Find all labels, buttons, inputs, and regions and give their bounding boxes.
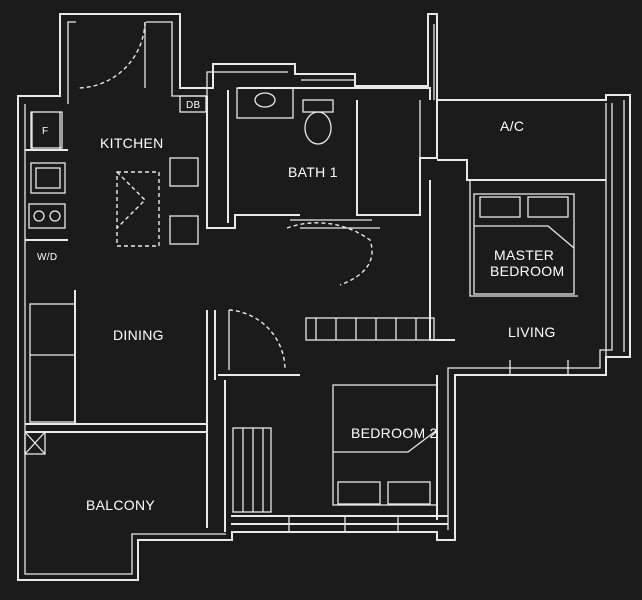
- hob-icon: [28, 203, 66, 229]
- bedroom2-bed-icon: [332, 384, 438, 506]
- label-dining: DINING: [113, 327, 164, 343]
- tv-console-icon: [305, 317, 435, 341]
- room-labels: KITCHEN BATH 1 A/C MASTER BEDROOM DINING…: [37, 100, 564, 513]
- label-bath: BATH 1: [288, 164, 338, 180]
- db-box: [179, 95, 207, 113]
- dining-table-icon: [116, 171, 160, 247]
- fixtures: [24, 87, 607, 513]
- label-balcony: BALCONY: [86, 497, 155, 513]
- label-db: DB: [186, 100, 201, 111]
- master-bed-icon: [473, 193, 575, 295]
- label-bedroom2: BEDROOM 2: [351, 425, 438, 441]
- floor-trap-icon: [24, 431, 46, 455]
- label-master-2: BEDROOM: [490, 263, 564, 279]
- label-fridge: F: [42, 126, 48, 137]
- basin-icon: [236, 87, 294, 119]
- grille-icon: [232, 427, 272, 513]
- label-ac: A/C: [500, 118, 524, 134]
- label-wd: W/D: [37, 252, 57, 263]
- label-master-1: MASTER: [494, 247, 554, 263]
- doors: [77, 21, 380, 371]
- outer-walls: [17, 13, 631, 581]
- toilet-icon: [302, 99, 334, 113]
- fridge-icon: [30, 111, 63, 149]
- label-living: LIVING: [508, 324, 556, 340]
- label-kitchen: KITCHEN: [100, 135, 164, 151]
- interior-walls: [25, 87, 606, 532]
- sink-icon: [30, 162, 66, 194]
- dining-panel: [29, 303, 76, 423]
